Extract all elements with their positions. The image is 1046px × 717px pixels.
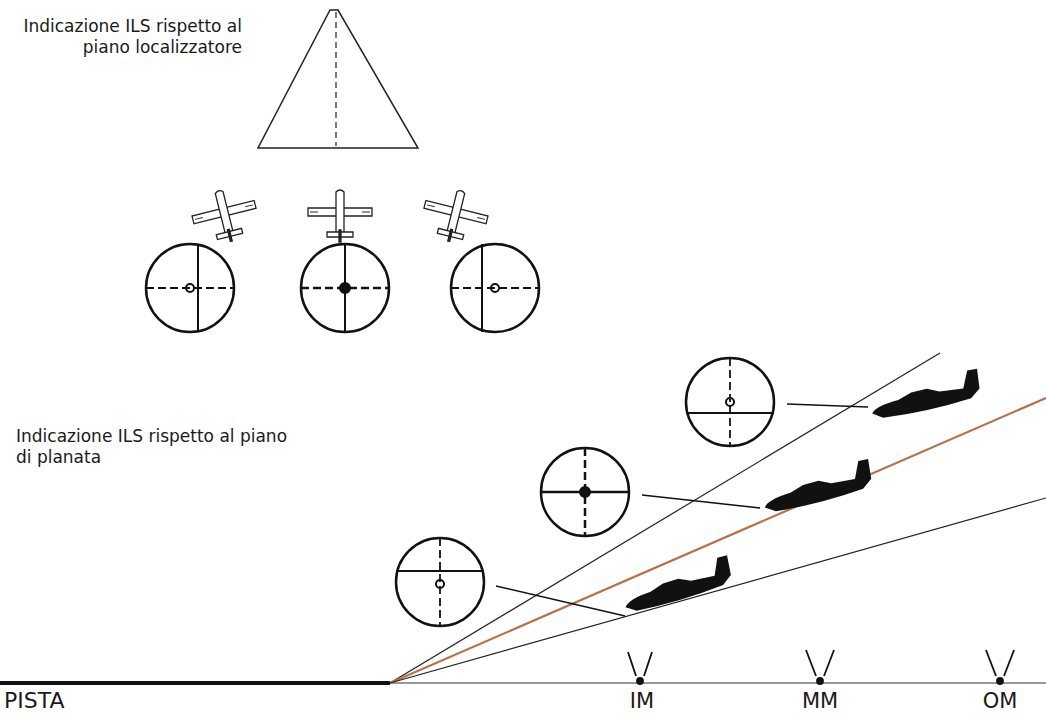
glide-path [390,398,1046,683]
course-centerline [335,12,336,146]
leader-lines [496,404,868,616]
glide-lower-limit [390,498,1046,683]
marker-label: OM [977,688,1023,714]
plane-on-path [759,459,874,514]
glideslope-instruments [396,358,774,626]
ground-line [390,682,1046,683]
marker-label: MM [797,688,843,714]
marker-beacons [628,650,1014,684]
runway [0,681,390,685]
localizer-beam [258,10,418,148]
plane-high [868,369,983,420]
localizer-caption: Indicazione ILS rispetto al piano locali… [20,16,242,59]
plane-left [188,183,263,249]
plane-center [308,190,372,242]
glide-upper-limit [390,353,940,683]
localizer-instruments [146,244,539,332]
runway-label: PISTA [4,687,124,715]
marker-label: IM [622,688,662,714]
plane-right [418,183,493,249]
plane-low [619,555,735,613]
glideslope-caption: Indicazione ILS rispetto al piano di pla… [16,426,306,469]
